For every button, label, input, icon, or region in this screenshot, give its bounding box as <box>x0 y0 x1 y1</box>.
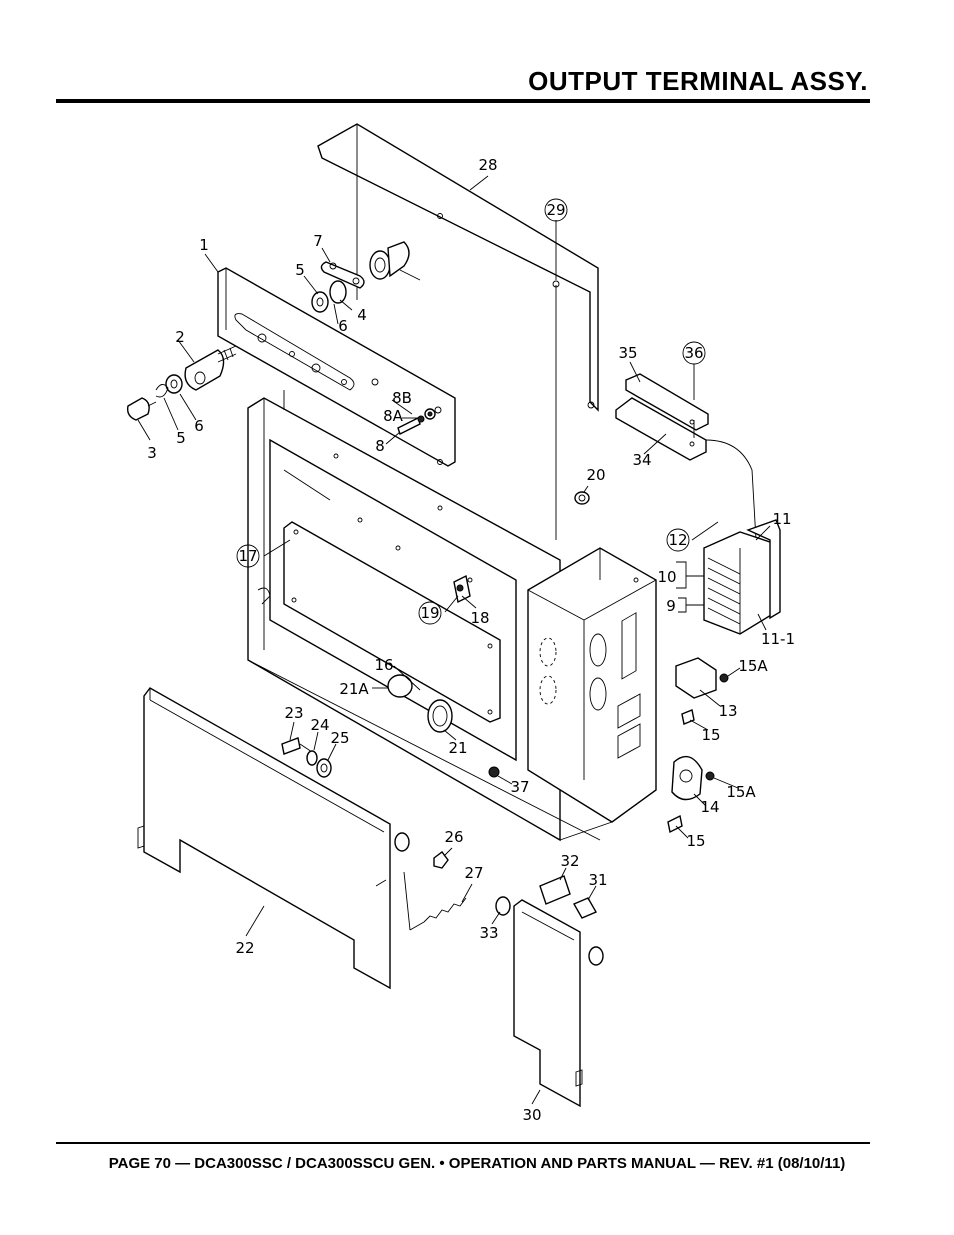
callout-26: 26 <box>444 828 463 846</box>
header-rule <box>56 99 870 103</box>
callout-5-lower: 5 <box>176 429 186 447</box>
callout-5-upper: 5 <box>295 261 305 279</box>
lower-terminal-hardware <box>126 345 237 421</box>
nut-part <box>574 491 590 505</box>
bracket-part <box>615 373 757 541</box>
upper-terminal-hardware <box>311 241 421 313</box>
callout-15a-upper: 15A <box>738 657 768 675</box>
front-door-part <box>137 687 411 990</box>
inner-panel-part <box>283 469 501 723</box>
callout-22: 22 <box>235 939 254 957</box>
callout-27: 27 <box>464 864 483 882</box>
callout-circle-17 <box>236 544 260 568</box>
leader-lines <box>137 175 771 1105</box>
callout-21: 21 <box>448 739 467 757</box>
callout-10: 10 <box>657 568 676 586</box>
callout-circle-12 <box>666 528 690 552</box>
breaker-part <box>675 657 729 725</box>
callout-31: 31 <box>588 871 607 889</box>
fuse-holder-part <box>453 574 471 604</box>
callout-16: 16 <box>374 656 393 674</box>
callout-29: 29 <box>546 201 565 219</box>
callout-36: 36 <box>684 344 703 362</box>
callout-11-1: 11-1 <box>761 630 795 648</box>
page-footer: PAGE 70 — DCA300SSC / DCA300SSCU GEN. • … <box>108 1155 846 1172</box>
callout-28: 28 <box>478 156 497 174</box>
screw-part <box>488 766 500 778</box>
grommet-part <box>387 674 453 733</box>
control-box-part <box>527 547 657 823</box>
callout-circle-36 <box>682 341 706 365</box>
callout-circle-19 <box>418 601 442 625</box>
callout-4: 4 <box>357 306 367 324</box>
callout-19: 19 <box>420 604 439 622</box>
callout-6-upper: 6 <box>338 317 348 335</box>
callout-14: 14 <box>700 798 719 816</box>
callout-30: 30 <box>522 1106 541 1124</box>
callout-33: 33 <box>479 924 498 942</box>
callout-20: 20 <box>586 466 605 484</box>
top-cover-part <box>317 123 599 540</box>
callout-34: 34 <box>632 451 651 469</box>
callout-1: 1 <box>199 236 209 254</box>
callout-25: 25 <box>330 729 349 747</box>
small-door-part <box>495 875 604 1108</box>
callout-24: 24 <box>310 716 329 734</box>
callout-23: 23 <box>284 704 303 722</box>
callout-9: 9 <box>666 597 676 615</box>
footer-rule <box>56 1142 870 1144</box>
page-title: OUTPUT TERMINAL ASSY. <box>528 66 868 96</box>
callout-circle-29 <box>544 198 568 222</box>
callout-12: 12 <box>668 531 687 549</box>
callout-6-lower: 6 <box>194 417 204 435</box>
terminal-block-part <box>703 519 781 635</box>
exploded-parts-diagram: 1 2 3 4 5 5 6 6 7 8 8A 8B 9 10 11 11-1 1… <box>126 123 795 1124</box>
callout-17: 17 <box>238 547 257 565</box>
callout-15a-lower: 15A <box>726 783 756 801</box>
callout-labels: 1 2 3 4 5 5 6 6 7 8 8A 8B 9 10 11 11-1 1… <box>147 156 795 1124</box>
callout-8: 8 <box>375 437 385 455</box>
callout-37: 37 <box>510 778 529 796</box>
callout-11: 11 <box>772 510 791 528</box>
callout-15-upper: 15 <box>701 726 720 744</box>
callout-32: 32 <box>560 852 579 870</box>
callout-13: 13 <box>718 702 737 720</box>
callout-3: 3 <box>147 444 157 462</box>
callout-8b: 8B <box>392 389 412 407</box>
callout-21a: 21A <box>339 680 369 698</box>
callout-8a: 8A <box>383 407 404 425</box>
callout-7: 7 <box>313 232 323 250</box>
callout-35: 35 <box>618 344 637 362</box>
receptacle-part <box>667 755 715 834</box>
callout-15-lower: 15 <box>686 832 705 850</box>
door-hardware <box>281 737 467 931</box>
callout-2: 2 <box>175 328 185 346</box>
terminal-plate-part <box>217 267 456 467</box>
callout-18: 18 <box>470 609 489 627</box>
small-screw-hardware <box>397 408 436 435</box>
